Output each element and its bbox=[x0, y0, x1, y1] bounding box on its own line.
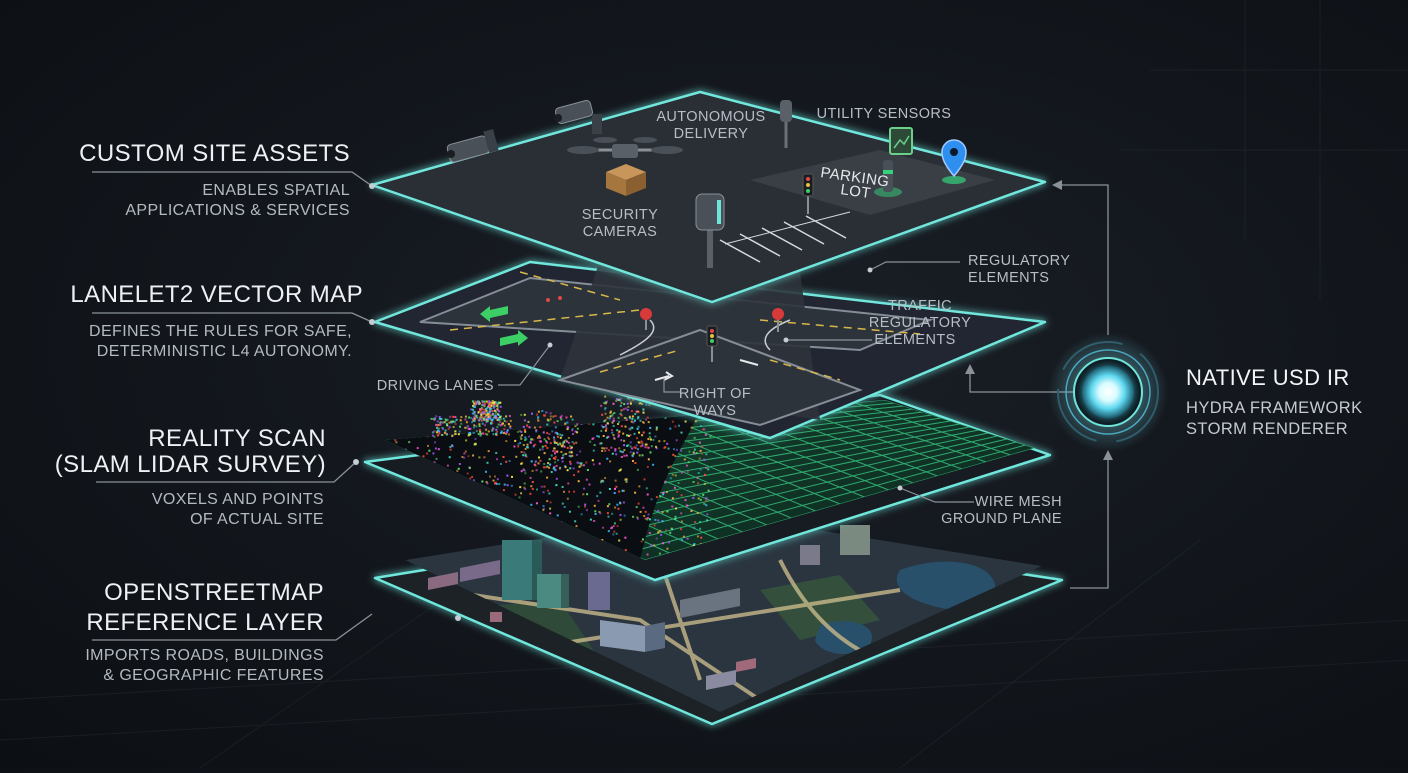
lanelet2-desc-1: DEFINES THE RULES FOR SAFE, bbox=[89, 323, 352, 340]
osm-water bbox=[896, 561, 996, 610]
custom-site-assets-desc-2: APPLICATIONS & SERVICES bbox=[125, 202, 350, 219]
reality-scan-layer bbox=[363, 393, 1052, 582]
lanelet2-layer bbox=[373, 260, 1047, 440]
security-camera-top bbox=[554, 100, 602, 134]
utility-sensors-label: UTILITY SENSORS bbox=[817, 106, 952, 122]
scene-leader-lines bbox=[498, 261, 974, 503]
parking-lot-area bbox=[750, 150, 995, 215]
lanelet2-title: LANELET2 VECTOR MAP bbox=[70, 281, 363, 308]
lanelet2-roads bbox=[419, 260, 934, 427]
driving-lanes-label: DRIVING LANES bbox=[377, 378, 494, 394]
traffic-light-lane bbox=[706, 325, 718, 362]
reality-scan-title-2: (SLAM LIDAR SURVEY) bbox=[55, 451, 326, 478]
security-cameras-label-1: SECURITY bbox=[582, 207, 659, 223]
delivery-drone-icon bbox=[567, 137, 683, 196]
security-camera-left bbox=[446, 129, 499, 163]
custom-site-assets-title: CUSTOM SITE ASSETS bbox=[79, 140, 350, 167]
stop-sign-left bbox=[640, 308, 652, 330]
osm-desc-1: IMPORTS ROADS, BUILDINGS bbox=[85, 647, 324, 664]
storm-renderer-label: STORM RENDERER bbox=[1186, 420, 1348, 438]
right-of-ways-label-2: WAYS bbox=[694, 403, 737, 419]
usd-connector-arrowheads bbox=[965, 180, 1113, 460]
custom-site-assets-desc-1: ENABLES SPATIAL bbox=[202, 182, 350, 199]
wire-mesh-label-1: WIRE MESH bbox=[975, 494, 1062, 510]
reality-scan-desc-1: VOXELS AND POINTS bbox=[152, 491, 324, 508]
reality-scan-title-1: REALITY SCAN bbox=[148, 425, 326, 452]
osm-buildings bbox=[428, 525, 870, 690]
reality-scan-desc-2: OF ACTUAL SITE bbox=[190, 511, 324, 528]
osm-desc-2: & GEOGRAPHIC FEATURES bbox=[103, 667, 324, 684]
left-leader-lines bbox=[92, 171, 373, 641]
lanelet2-desc-2: DETERMINISTIC L4 AUTONOMY. bbox=[97, 343, 352, 360]
custom-site-assets-layer bbox=[370, 90, 1047, 304]
hydra-framework-label: HYDRA FRAMEWORK bbox=[1186, 399, 1363, 417]
utility-sensor-pole bbox=[780, 100, 792, 148]
osm-title-1: OPENSTREETMAP bbox=[104, 579, 324, 606]
osm-title-2: REFERENCE LAYER bbox=[86, 609, 324, 636]
location-pin-icon bbox=[941, 139, 967, 184]
utility-sensor-panel bbox=[889, 127, 913, 155]
security-cameras-label-2: CAMERAS bbox=[583, 224, 658, 240]
parking-sensor-bollard bbox=[874, 160, 902, 197]
stop-sign-right bbox=[772, 308, 784, 332]
parking-lines bbox=[719, 211, 851, 263]
wire-mesh-label-2: GROUND PLANE bbox=[941, 511, 1062, 527]
lidar-scan-region bbox=[385, 408, 700, 560]
regulatory-elements-label-1: REGULATORY bbox=[968, 253, 1070, 269]
parking-lot-label-2: LOT bbox=[839, 181, 871, 202]
scene-leader-dots bbox=[547, 267, 903, 491]
regulatory-elements-label-2: ELEMENTS bbox=[968, 270, 1049, 286]
lidar-point-cloud-above bbox=[430, 395, 652, 472]
traffic-regulatory-label-3: ELEMENTS bbox=[874, 332, 955, 348]
right-of-ways-label-1: RIGHT OF bbox=[679, 386, 751, 402]
native-usd-hub bbox=[1048, 332, 1168, 452]
native-usd-title: NATIVE USD IR bbox=[1186, 365, 1350, 390]
traffic-light-assets bbox=[802, 173, 814, 214]
left-leader-dots bbox=[353, 183, 461, 621]
usd-connectors bbox=[969, 184, 1109, 589]
autonomous-delivery-label-2: DELIVERY bbox=[674, 126, 749, 142]
edge-kiosk bbox=[695, 193, 725, 268]
traffic-regulatory-label-1: TRAFFIC bbox=[888, 298, 952, 314]
traffic-regulatory-label-2: REGULATORY bbox=[869, 315, 971, 331]
autonomous-delivery-label-1: AUTONOMOUS bbox=[656, 109, 765, 125]
